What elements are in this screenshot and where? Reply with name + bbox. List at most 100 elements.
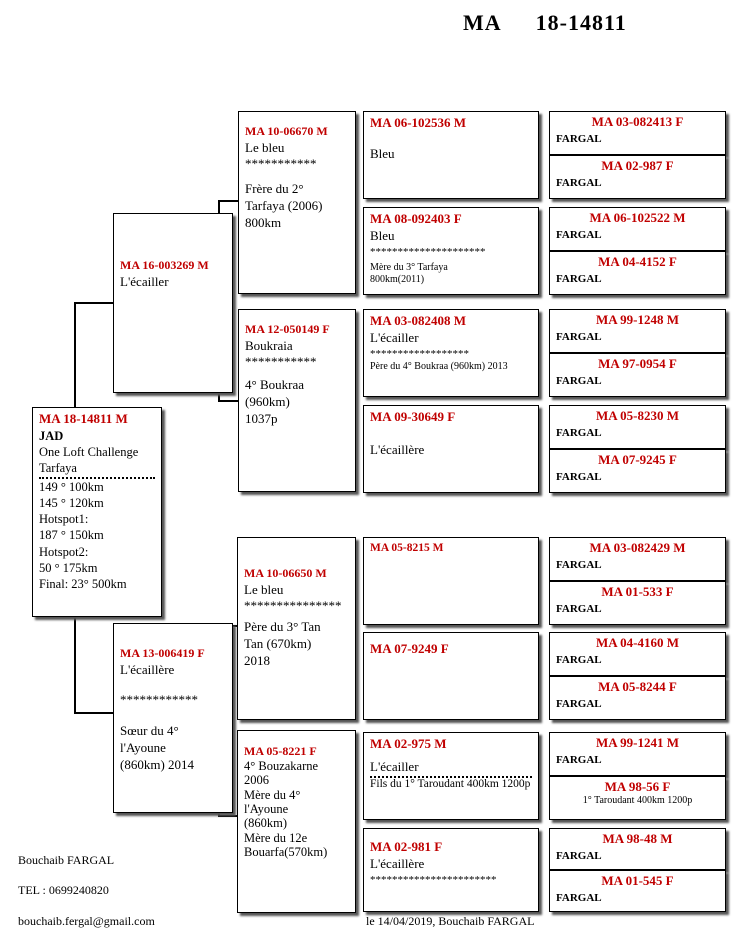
gen3-note: Bouarfa(570km) [244,845,328,860]
dam-note: Sœur du 4° [120,723,179,739]
gen5-owner: 1° Taroudant 400km 1200p [582,795,693,806]
gen3-ring-id: MA 12-050149 F [245,322,330,336]
gen5-ring-id: MA 03-082413 F [591,114,684,129]
gen5-ring-id: MA 98-48 M [602,831,673,846]
gen5-ring-id: MA 99-1248 M [595,312,680,327]
gen4-name: L'écaillère [370,441,425,457]
subject-result: Hotspot2: [39,544,89,559]
gen4-box: MA 05-8215 M [363,537,539,625]
connector-line [74,302,114,304]
gen5-ring-id: MA 01-533 F [601,584,674,599]
gen5-box: MA 04-4152 F FARGAL [549,251,726,295]
gen3-name: Le bleu [244,581,284,597]
gen3-note: 2018 [244,653,270,669]
gen5-box: MA 03-082429 M FARGAL [549,537,726,581]
dam-note: l'Ayoune [120,740,166,756]
gen3-note: Frère du 2° [245,181,304,197]
gen5-ring-id: MA 03-082429 M [589,540,686,555]
gen4-box: MA 03-082408 M L'écailler **************… [363,309,539,397]
subject-result: Hotspot1: [39,512,89,527]
gen4-box: MA 02-975 M L'écailler Fils du 1° Taroud… [363,732,539,820]
gen4-name: L'écaillère [370,855,425,871]
gen4-ring-id: MA 06-102536 M [370,115,467,130]
page-title: MA 18-14811 [463,10,661,36]
connector-line [74,612,76,712]
gen5-ring-id: MA 06-102522 M [589,210,686,225]
gen5-owner: FARGAL [556,850,602,862]
gen3-stars: *********** [245,156,317,172]
gen5-ring-id: MA 97-0954 F [598,356,677,371]
connector-line [74,712,114,714]
gen4-stars: ********************* [370,245,486,258]
title-number: 18-14811 [535,10,627,35]
gen5-ring-id: MA 04-4152 F [598,254,677,269]
gen5-owner: FARGAL [556,133,602,145]
sire-ring-id: MA 16-003269 M [120,258,209,272]
gen5-owner: FARGAL [556,559,602,571]
gen3-box-ds: MA 10-06650 M Le bleu *************** Pè… [237,537,356,720]
connector-line [218,200,238,202]
subject-result: Final: 23° 500km [39,577,127,592]
connector-line [218,400,238,402]
gen3-name: Boukraia [245,337,293,353]
gen5-box: MA 03-082413 F FARGAL [549,111,726,155]
dam-note: (860km) 2014 [120,757,195,773]
dam-ring-id: MA 13-006419 F [120,646,205,660]
gen5-box: MA 05-8244 F FARGAL [549,676,726,720]
gen4-note: Fils du 1° Taroudant 400km 1200p [370,777,531,790]
dam-stars: ************ [120,692,198,708]
gen4-ring-id: MA 07-9249 F [370,641,449,656]
subject-result: 145 ° 120km [39,495,104,510]
gen5-owner: FARGAL [556,698,602,710]
gen3-note: Tarfaya (2006) [245,198,323,214]
gen4-box: MA 06-102536 M Bleu [363,111,539,199]
gen5-owner: FARGAL [556,427,602,439]
gen4-ring-id: MA 08-092403 F [370,211,462,226]
gen3-box-ss: MA 10-06670 M Le bleu *********** Frère … [238,111,356,294]
gen4-ring-id: MA 05-8215 M [370,542,444,554]
gen5-ring-id: MA 98-56 F [604,779,671,794]
gen5-owner: FARGAL [556,273,602,285]
gen3-stars: *********** [245,354,317,370]
footer-name: Bouchaib FARGAL [18,853,115,867]
gen5-ring-id: MA 05-8230 M [595,408,680,423]
gen4-name: L'écailler [370,759,532,778]
gen4-box: MA 02-981 F L'écaillère ****************… [363,828,539,912]
gen5-owner: FARGAL [556,603,602,615]
gen3-box-dd: MA 05-8221 F 4° Bouzakarne 2006 Mère du … [237,730,356,913]
gen4-name: Bleu [370,145,395,161]
gen5-ring-id: MA 05-8244 F [598,679,677,694]
gen3-name: Le bleu [245,139,285,155]
gen5-owner: FARGAL [556,331,602,343]
title-prefix: MA [463,10,502,35]
gen3-note: Tan (670km) [244,636,312,652]
gen3-ring-id: MA 10-06650 M [244,566,327,580]
subject-result: 50 ° 175km [39,560,98,575]
gen4-stars: *********************** [370,873,497,886]
gen5-owner: FARGAL [556,229,602,241]
gen5-owner: FARGAL [556,754,602,766]
gen3-box-sd: MA 12-050149 F Boukraia *********** 4° B… [238,309,356,492]
gen5-box: MA 99-1248 M FARGAL [549,309,726,353]
gen3-note: 4° Bouzakarne [244,758,319,773]
subject-result: 149 ° 100km [39,479,104,494]
gen3-note: (960km) [245,394,290,410]
gen3-note: 1037p [245,411,278,427]
footer-email[interactable]: bouchaib.fergal@gmail.com [18,914,155,928]
gen3-note: (860km) [244,816,288,831]
subject-name: JAD [39,428,64,443]
gen4-name: L'écailler [370,329,419,345]
gen4-box: MA 09-30649 F L'écaillère [363,405,539,493]
gen4-ring-id: MA 02-981 F [370,839,443,854]
gen4-ring-id: MA 09-30649 F [370,409,456,424]
gen3-ring-id: MA 05-8221 F [244,744,317,758]
dam-name: L'écaillère [120,661,175,677]
subject-result: One Loft Challenge Tarfaya [39,444,155,479]
